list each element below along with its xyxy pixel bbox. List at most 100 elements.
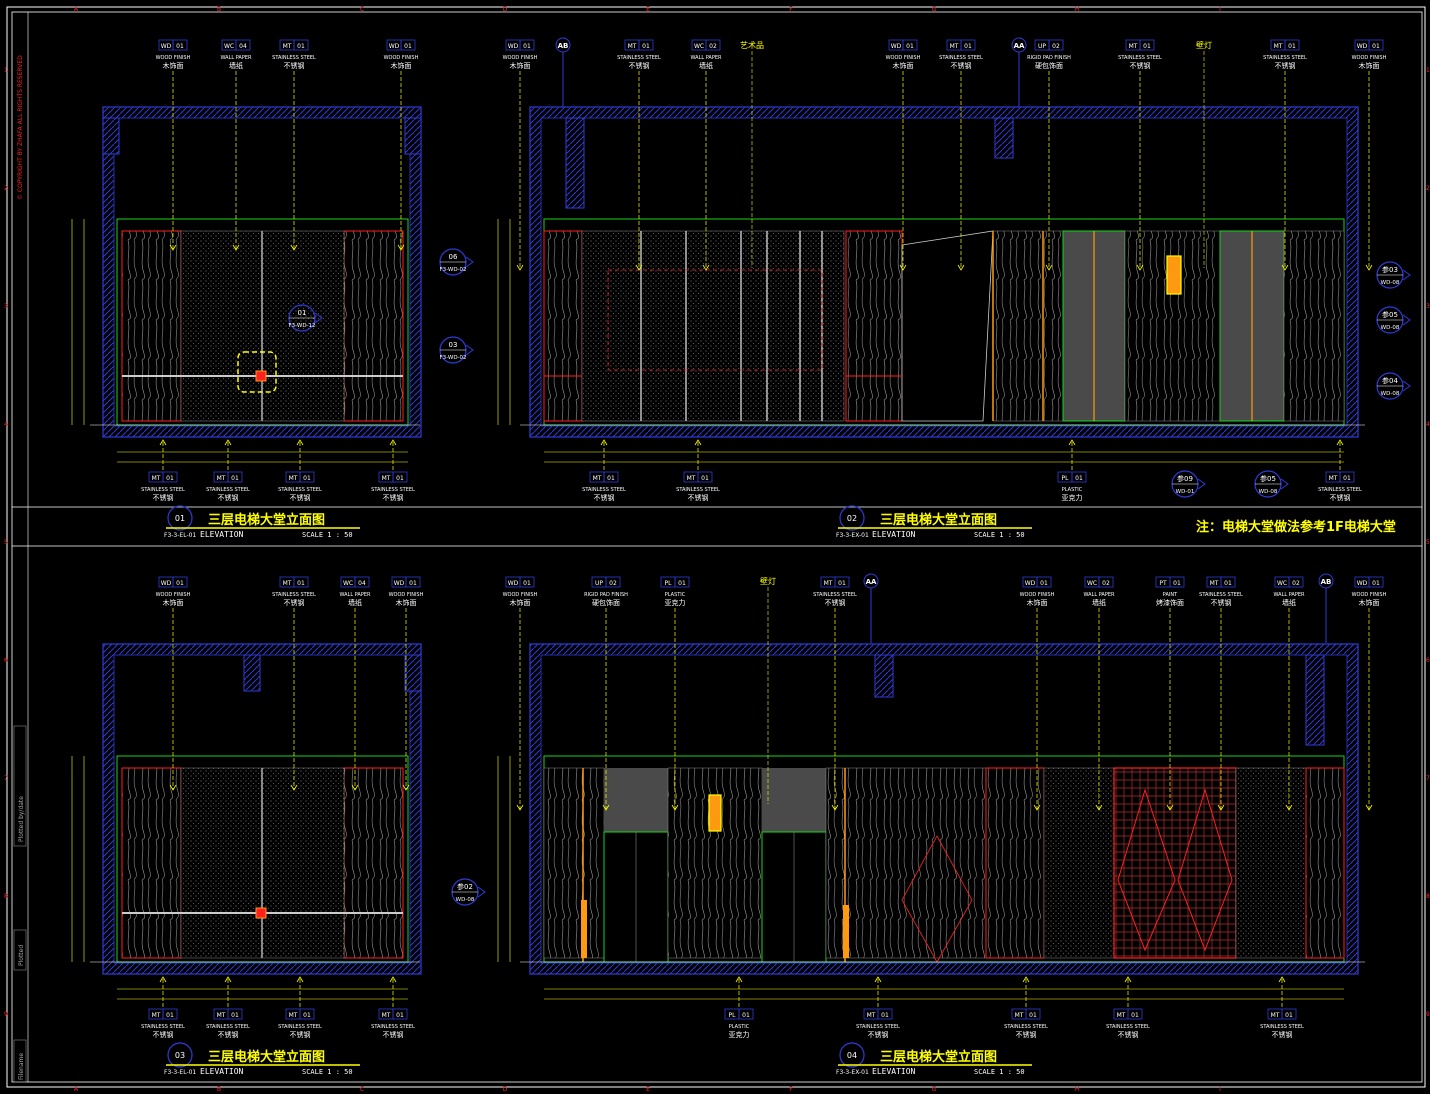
material-english-name: WOOD FINISH [389, 592, 424, 598]
section-mark[interactable]: AB [555, 37, 571, 107]
material-chinese-name: 木饰面 [163, 598, 184, 607]
callout-number: 参03 [1382, 265, 1398, 274]
material-chinese-name: 木饰面 [163, 61, 184, 70]
material-chinese-name: 墙纸 [1092, 598, 1106, 607]
material-chinese-name: 不锈钢 [383, 1030, 404, 1039]
leader-arrow [1045, 264, 1053, 271]
leader-arrow [296, 439, 304, 446]
material-code: MT [687, 475, 696, 482]
material-english-name: STAINLESS STEEL [206, 1024, 250, 1030]
grid-col-label: H [1075, 6, 1080, 13]
drawing-title: 三层电梯大堂立面图 [208, 1049, 325, 1065]
leader-arrow [635, 264, 643, 271]
material-number: 01 [176, 43, 184, 50]
leader-arrow [1217, 804, 1225, 811]
material-number: 01 [523, 43, 531, 50]
section-mark[interactable]: AA [1011, 37, 1027, 107]
leader-arrow [1068, 439, 1076, 446]
material-english-name: STAINLESS STEEL [1318, 487, 1362, 493]
side-label-plotted: Plotted [18, 945, 25, 966]
callout-number: 参05 [1382, 310, 1398, 319]
material-code: WD [1357, 580, 1368, 587]
material-number: 01 [166, 1012, 174, 1019]
grid-row-label: 9 [4, 1011, 8, 1018]
leader-arrow [224, 439, 232, 446]
material-chinese-name: 亚克力 [1062, 493, 1083, 502]
section-mark[interactable]: AA [863, 573, 879, 643]
material-chinese-name: 不锈钢 [218, 1030, 239, 1039]
leader-arrow [735, 976, 743, 983]
material-number: 01 [166, 475, 174, 482]
material-code: MT [289, 1012, 298, 1019]
grid-row-label: 9 [1426, 1011, 1430, 1018]
material-english-name: STAINLESS STEEL [371, 1024, 415, 1030]
material-code: WD [161, 580, 172, 587]
material-chinese-name: 不锈钢 [284, 598, 305, 607]
material-chinese-name: 不锈钢 [868, 1030, 889, 1039]
leader-arrow [232, 244, 240, 251]
material-english-name: STAINLESS STEEL [141, 487, 185, 493]
material-code: MT [283, 43, 292, 50]
material-english-name: STAINLESS STEEL [278, 487, 322, 493]
leader-arrow [831, 804, 839, 811]
grid-col-label: E [646, 1086, 650, 1093]
material-number: 01 [396, 475, 404, 482]
material-chinese-name: 不锈钢 [153, 493, 174, 502]
leader-arrow [516, 264, 524, 271]
leader-arrow [899, 264, 907, 271]
material-code: WC [694, 43, 704, 50]
grid-col-label: I [1219, 1086, 1221, 1093]
material-number: 02 [709, 43, 717, 50]
material-code: WC [1277, 580, 1287, 587]
material-code: MT [217, 1012, 226, 1019]
material-english-name: WOOD FINISH [156, 55, 191, 61]
grid-col-label: C [360, 6, 364, 13]
material-code: MT [593, 475, 602, 482]
grid-row-label: 6 [1426, 657, 1430, 664]
material-number: 01 [1143, 43, 1151, 50]
material-chinese-name: 不锈钢 [1118, 1030, 1139, 1039]
leader-arrow [1365, 804, 1373, 811]
grid-row-label: 2 [1426, 185, 1430, 192]
leader-arrow [1285, 804, 1293, 811]
material-english-name: STAINLESS STEEL [1199, 592, 1243, 598]
grid-row-label: 5 [4, 539, 8, 546]
drawing-scale: SCALE 1 : 50 [974, 1068, 1025, 1076]
material-number: 01 [1040, 580, 1048, 587]
material-english-name: STAINLESS STEEL [1106, 1024, 1150, 1030]
section-mark[interactable]: AB [1318, 573, 1334, 643]
material-chinese-name: 硬包饰面 [1035, 61, 1063, 70]
material-chinese-name: 不锈钢 [284, 61, 305, 70]
leader-arrow [874, 976, 882, 983]
callout-number: 06 [449, 253, 458, 261]
material-english-name: WOOD FINISH [886, 55, 921, 61]
callout-reference: WD-01 [1176, 489, 1195, 495]
drawing-scale: SCALE 1 : 50 [302, 531, 353, 539]
callout-reference: WD-08 [1381, 280, 1400, 286]
